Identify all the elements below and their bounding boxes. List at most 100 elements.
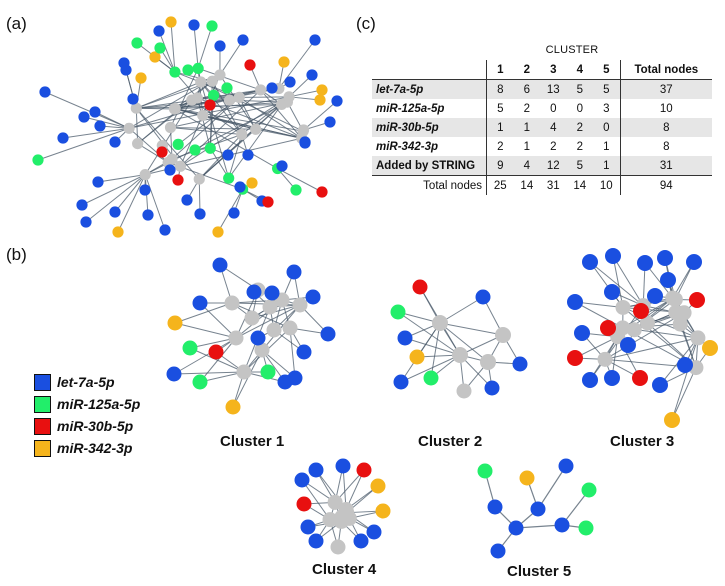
cluster-5-node (558, 458, 574, 474)
header-cell: 2 (513, 60, 541, 80)
full-network-node (153, 25, 165, 37)
table-cell: 8 (619, 137, 712, 156)
table-cell: 14 (566, 175, 593, 195)
full-network-node (142, 209, 154, 221)
cluster-1-node (250, 330, 266, 346)
table-row: miR-342-3p 2 1 2 2 1 8 (372, 137, 712, 156)
cluster-3-node (567, 350, 583, 366)
full-network-hub-node (255, 84, 267, 96)
network-edge (136, 88, 279, 109)
cluster-table: 1 2 3 4 5 Total nodes let-7a-5p 8 6 13 5… (372, 60, 712, 195)
cluster-3-hub-node (676, 305, 692, 321)
network-edge (612, 255, 624, 308)
cluster-1-hub-node (266, 322, 282, 338)
cluster-1-node (225, 399, 241, 415)
full-network-node (194, 208, 206, 220)
cluster-3-node (582, 254, 598, 270)
cluster-5-node (519, 470, 535, 486)
network-edge (289, 327, 296, 379)
network-edge (144, 174, 166, 231)
row-label: Added by STRING (372, 156, 487, 176)
table-cell: 1 (593, 156, 621, 176)
legend-item: miR-342-3p (34, 437, 140, 459)
full-network-node (299, 137, 311, 149)
cluster-4-node (308, 533, 324, 549)
cluster-1-hub-node (254, 342, 270, 358)
cluster-2-node (475, 289, 491, 305)
full-network-node (109, 136, 121, 148)
table-cell: 37 (619, 79, 712, 99)
network-edge (515, 524, 563, 529)
cluster-2-node (397, 330, 413, 346)
cluster-2-label: Cluster 2 (418, 433, 483, 450)
cluster-1-node (320, 326, 336, 342)
network-edge (243, 304, 301, 373)
network-edge (170, 68, 199, 128)
cluster-4-node (366, 524, 382, 540)
table-row: miR-125a-5p 5 2 0 0 3 10 (372, 99, 712, 118)
network-edge (174, 108, 278, 169)
row-label: Total nodes (372, 175, 487, 195)
cluster-2-node (423, 370, 439, 386)
full-network-hub-node (214, 69, 226, 81)
cluster-3-hub-node (597, 351, 613, 367)
full-network-hub-node (195, 76, 207, 88)
cluster-3-label: Cluster 3 (610, 433, 675, 450)
table-row: Added by STRING 9 4 12 5 1 31 (372, 156, 712, 176)
network-edge (200, 81, 304, 132)
full-network-hub-node (186, 94, 198, 106)
table-cell: 0 (576, 102, 583, 115)
cluster-2-hub-node (480, 354, 496, 370)
table-cell: 4 (513, 156, 541, 176)
full-network-node (109, 206, 121, 218)
panel-label-a: (a) (6, 14, 27, 33)
cluster-3-node (620, 337, 636, 353)
cluster-3-hub-node (639, 315, 655, 331)
table-cell: 0 (593, 118, 621, 137)
legend-swatch (34, 395, 51, 413)
network-edge (537, 465, 567, 510)
cluster-4-node (300, 519, 316, 535)
full-network-hub-node (192, 62, 204, 75)
table-cell: 5 (566, 156, 593, 176)
network-edge (235, 304, 301, 339)
network-edge (288, 89, 323, 98)
full-network-node (188, 19, 200, 31)
network-edge (303, 100, 338, 131)
cluster-3-node (600, 320, 616, 336)
network-edge (136, 107, 175, 110)
full-network-node (57, 132, 69, 144)
cluster-3-hub-node (672, 316, 688, 332)
network-edge (404, 337, 461, 356)
network-edge (174, 322, 237, 339)
network-edge (191, 99, 242, 135)
full-network-node (172, 174, 184, 186)
full-network-hub-node (207, 89, 220, 101)
table-cell: 0 (550, 102, 557, 115)
network-edge (114, 174, 146, 213)
cluster-5-node (554, 517, 570, 533)
network-edge (174, 71, 213, 82)
cluster-2-hub-node (432, 315, 448, 331)
network-edge (37, 127, 130, 161)
full-network-node (266, 82, 278, 94)
network-edge (604, 337, 699, 360)
cluster-4-node (308, 462, 324, 478)
network-edge (301, 479, 331, 520)
table-cell: 1 (513, 118, 541, 137)
full-network-node (244, 59, 256, 71)
network-edge (604, 312, 685, 360)
full-network-node (237, 34, 249, 46)
cluster-1-node (182, 340, 198, 356)
full-network-hub-node (130, 102, 142, 114)
full-network-node (164, 164, 176, 176)
full-network-node (76, 199, 88, 211)
cluster-3-hub-node (615, 320, 631, 336)
network-edge (199, 302, 237, 339)
network-edge (173, 337, 237, 375)
network-edge (228, 134, 243, 179)
cluster-4-node (370, 478, 386, 494)
full-network-hub-node (139, 169, 151, 181)
cluster-1-node (192, 295, 208, 311)
full-network-hub-node (123, 122, 135, 134)
